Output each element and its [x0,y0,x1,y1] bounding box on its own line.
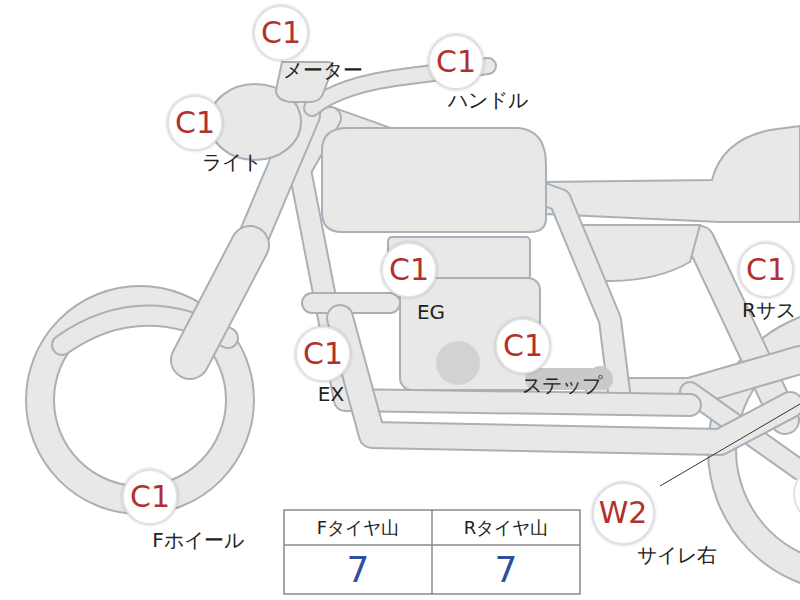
callout-number: W2 [599,498,648,528]
callout-number: C1 [746,255,786,285]
callout-number: C1 [261,18,301,48]
part-name: ハンドル [448,88,528,112]
part-name: EX [318,382,344,406]
part-name: Fホイール [152,528,244,552]
callout-circle: C1 [738,242,794,298]
callout-circle: C1 [295,326,351,382]
callout-circle: W2 [592,482,655,545]
table-cell: 7 [495,548,518,591]
callout-circle: C1 [495,318,551,374]
fuel-tank [322,128,546,232]
tread-table [284,510,580,594]
callout-circle: C1 [122,469,178,525]
fork-lower [190,245,250,360]
part-name: ライト [202,150,262,174]
callout-number: C1 [436,47,476,77]
exhaust-upper-fill [312,294,390,312]
part-name: メーター [283,58,363,82]
callout-number: C1 [303,339,343,369]
table-cell: 7 [347,548,370,591]
callout-circle: C1 [381,242,437,298]
callout-circle: C1 [167,95,223,151]
engine-cover [436,341,480,385]
callout-number: C1 [130,482,170,512]
part-name: サイレ右 [637,543,717,567]
callout-circle: C1 [253,5,309,61]
cut-callout [794,466,800,522]
table-cell: Rタイヤ山 [464,517,549,539]
leader-line [660,404,800,486]
callout-number: C1 [503,331,543,361]
part-name: Rサス [742,298,796,322]
callout-number: C1 [389,255,429,285]
part-name: ステップ [522,373,602,397]
callout-circle: C1 [428,34,484,90]
fork-lower-fill [190,245,250,360]
part-name: EG [417,300,445,324]
seat [540,126,800,222]
table-rule [431,510,433,594]
table-cell: Fタイヤ山 [317,517,399,539]
callout-number: C1 [175,108,215,138]
